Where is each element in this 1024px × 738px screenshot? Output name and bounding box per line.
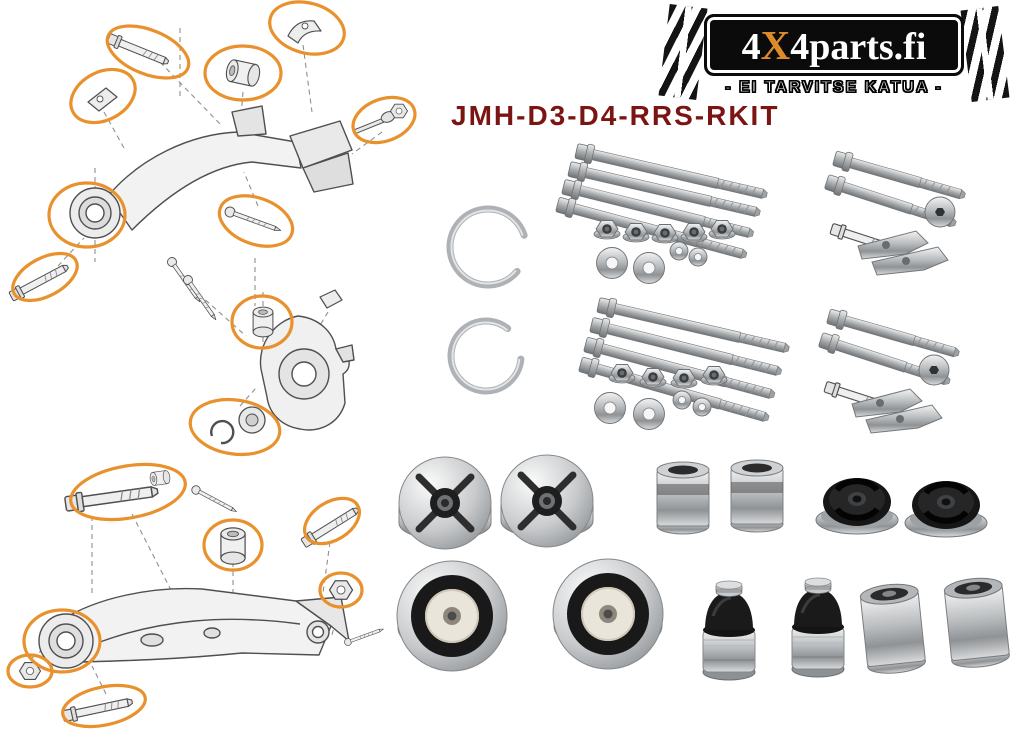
callout-ellipse bbox=[303, 496, 361, 546]
ball-joint bbox=[790, 576, 846, 679]
product-code-title: JMH-D3-D4-RRS-RKIT bbox=[451, 100, 780, 131]
washer-small bbox=[692, 397, 712, 417]
ball-joint bbox=[701, 579, 757, 682]
bushing-rubber-top bbox=[905, 481, 987, 537]
diagram-screw bbox=[343, 625, 386, 647]
parts-photo-panel bbox=[396, 141, 1011, 682]
logo-segment: 4parts.fi bbox=[790, 25, 927, 68]
flange-nut bbox=[608, 364, 636, 384]
callout-ellipse bbox=[6, 653, 54, 689]
bushing-large-front bbox=[552, 558, 664, 670]
diagram-clip bbox=[287, 20, 322, 44]
diagram-screw bbox=[189, 483, 239, 516]
flange-nut bbox=[639, 368, 667, 388]
washer-small bbox=[688, 247, 708, 267]
flange-nut bbox=[700, 366, 728, 386]
diagram-spacer bbox=[148, 469, 172, 487]
callout-ellipse bbox=[22, 608, 102, 674]
part-callouts bbox=[6, 0, 417, 729]
hex-bolt bbox=[831, 148, 968, 206]
callout-ellipse bbox=[268, 0, 346, 56]
diagram-bolt bbox=[105, 31, 172, 69]
washer-large bbox=[594, 392, 626, 424]
wedge-plate bbox=[871, 246, 949, 276]
callout-ellipse bbox=[11, 251, 79, 303]
bushing-cross-slot bbox=[399, 457, 491, 549]
diagram-bracket-small bbox=[87, 87, 118, 112]
upper-control-arm bbox=[69, 105, 354, 239]
callout-ellipse bbox=[203, 44, 283, 102]
diagram-ball-joint bbox=[210, 406, 266, 445]
callout-ellipse bbox=[318, 571, 364, 609]
callout-ellipse bbox=[202, 518, 264, 572]
cam-bolt-kit-2 bbox=[817, 306, 962, 434]
bushing-steel-sleeve bbox=[942, 575, 1011, 671]
wedge-plate bbox=[851, 388, 923, 418]
washer-small bbox=[672, 390, 692, 410]
cam-washer-disc bbox=[924, 196, 956, 228]
bushing-large-front bbox=[396, 560, 508, 672]
cam-bolt-kit-1 bbox=[823, 148, 968, 276]
brand-logo-text: 4X4parts.fi bbox=[741, 21, 927, 68]
logo-x: X bbox=[760, 21, 791, 68]
leader-lines bbox=[31, 513, 342, 695]
bushing-rubber-top bbox=[816, 478, 898, 534]
callout-ellipse bbox=[188, 397, 282, 457]
snap-ring bbox=[446, 205, 530, 289]
wedge-plate bbox=[865, 404, 943, 434]
diagram-screw bbox=[223, 205, 283, 236]
callout-ellipse bbox=[105, 24, 191, 80]
washer-large bbox=[596, 247, 628, 279]
callout-ellipse bbox=[230, 294, 294, 350]
callout-ellipse bbox=[217, 194, 295, 248]
diagram-bushing bbox=[224, 58, 262, 88]
diagram-screw bbox=[181, 273, 221, 323]
cam-washer-disc bbox=[918, 354, 950, 386]
washer-large bbox=[633, 252, 665, 284]
diagram-bushing bbox=[220, 527, 246, 565]
wedge-plate bbox=[857, 230, 929, 260]
brand-tagline: - EI TARVITSE KATUA - bbox=[725, 78, 943, 96]
diagram-nut bbox=[328, 580, 354, 600]
bushing-cylindrical bbox=[656, 461, 710, 535]
exploded-diagram-lower-control-arm bbox=[18, 469, 386, 724]
callout-ellipse bbox=[69, 462, 187, 522]
exploded-diagram-upper-control-arm bbox=[7, 20, 408, 303]
bushing-cross-slot bbox=[501, 455, 593, 547]
callout-ellipse bbox=[351, 95, 417, 145]
callout-ellipse bbox=[69, 67, 137, 125]
bushing-steel-sleeve bbox=[858, 581, 927, 677]
bushing-cylindrical bbox=[730, 459, 784, 533]
washer-large bbox=[633, 398, 665, 430]
bolt-kit-2 bbox=[577, 295, 792, 430]
callout-ellipse bbox=[61, 683, 147, 729]
brand-logo: 4X4parts.fi bbox=[704, 14, 964, 76]
knuckle-body bbox=[259, 315, 355, 431]
bolt-kit-1 bbox=[554, 141, 770, 284]
snap-ring bbox=[447, 317, 525, 395]
diagram-bushing bbox=[252, 306, 274, 338]
logo-segment: 4 bbox=[741, 25, 761, 68]
hex-bolt bbox=[825, 306, 962, 364]
diagram-clip bbox=[319, 289, 343, 309]
lower-control-arm bbox=[38, 587, 350, 669]
washer-small bbox=[669, 241, 689, 261]
callout-ellipse bbox=[47, 181, 127, 249]
exploded-diagram-knuckle bbox=[165, 255, 355, 445]
